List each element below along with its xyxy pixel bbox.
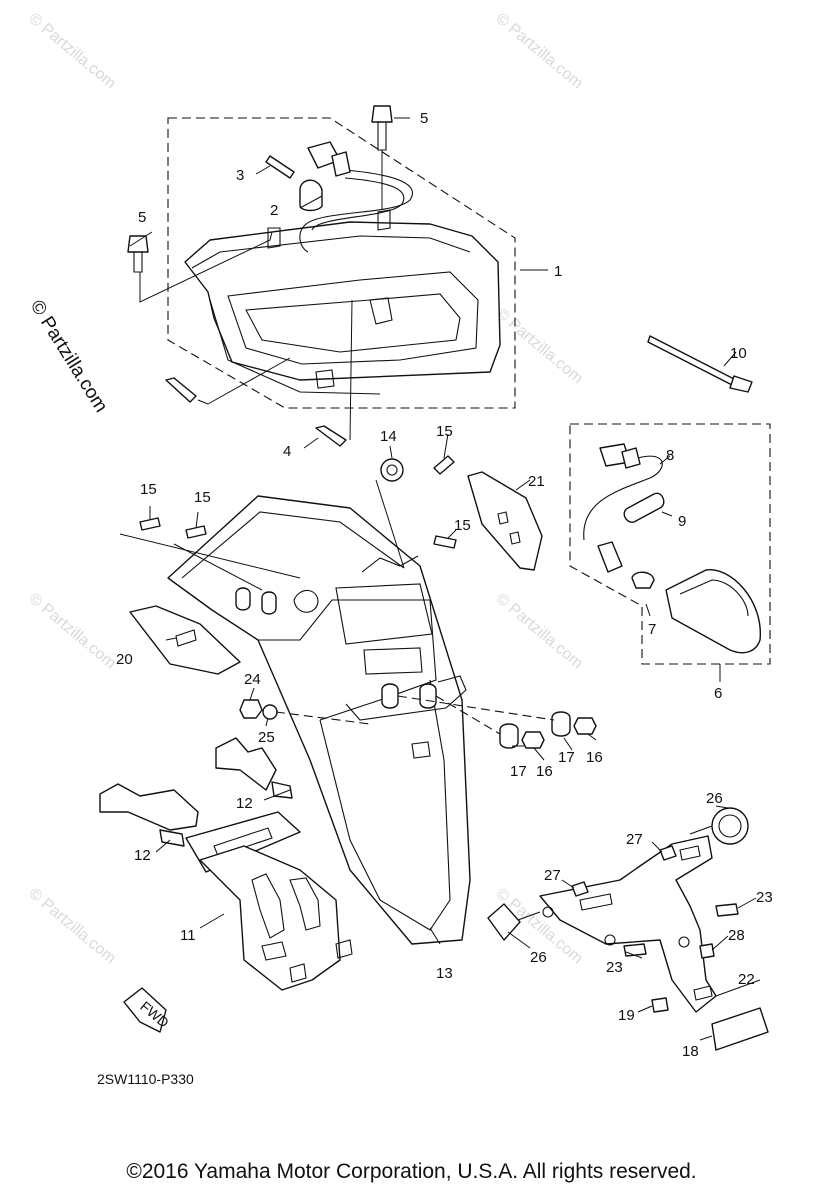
callout-27[interactable]: 27 (626, 831, 643, 848)
callout-19[interactable]: 19 (618, 1007, 635, 1024)
callout-15[interactable]: 15 (194, 489, 211, 506)
watermark-text: © Partzilla.com (492, 305, 586, 387)
leader-lines (129, 117, 761, 1041)
cable-tie (647, 335, 737, 387)
bolt-23 (623, 943, 647, 957)
side-cover-left (129, 605, 241, 675)
reflector-18 (711, 1007, 769, 1051)
callout-23[interactable]: 23 (606, 959, 623, 976)
callout-13[interactable]: 13 (436, 965, 453, 982)
callout-15[interactable]: 15 (436, 423, 453, 440)
side-watermark: © Partzilla.com (26, 297, 112, 417)
washer-25 (262, 704, 278, 720)
callout-12[interactable]: 12 (236, 795, 253, 812)
nut-19 (651, 997, 669, 1013)
callout-17[interactable]: 17 (510, 763, 527, 780)
callout-24[interactable]: 24 (244, 671, 261, 688)
callout-16[interactable]: 16 (586, 749, 603, 766)
callout-18[interactable]: 18 (682, 1043, 699, 1060)
reflector-26 (487, 903, 541, 941)
nut-27 (571, 881, 589, 897)
callout-14[interactable]: 14 (380, 428, 397, 445)
nut-28 (699, 943, 715, 959)
callout-5[interactable]: 5 (138, 209, 146, 226)
watermark-text: © Partzilla.com (25, 10, 119, 92)
watermark-text: © Partzilla.com (25, 885, 119, 967)
callout-17[interactable]: 17 (558, 749, 575, 766)
watermark-text: © Partzilla.com (25, 590, 119, 672)
nut-16 (573, 717, 597, 735)
screw-15 (433, 535, 457, 549)
callout-3[interactable]: 3 (236, 167, 244, 184)
collar-17 (499, 723, 519, 749)
side-cover-right (467, 471, 543, 571)
callout-10[interactable]: 10 (730, 345, 747, 362)
copyright-notice: ©2016 Yamaha Motor Corporation, U.S.A. A… (126, 1160, 697, 1183)
plate-bracket (539, 835, 717, 1013)
callout-15[interactable]: 15 (140, 481, 157, 498)
callout-26[interactable]: 26 (706, 790, 723, 807)
license-bracket (99, 737, 353, 991)
callout-7[interactable]: 7 (648, 621, 656, 638)
nut-24 (239, 699, 263, 719)
callout-21[interactable]: 21 (528, 473, 545, 490)
callout-1[interactable]: 1 (554, 263, 562, 280)
diagram-code: 2SW1110-P330 (97, 1071, 194, 1087)
reflector-26 (689, 807, 749, 845)
callout-6[interactable]: 6 (714, 685, 722, 702)
collar-17 (551, 711, 571, 737)
callout-11[interactable]: 11 (180, 927, 196, 944)
bolt-23 (715, 903, 739, 917)
watermark-text: © Partzilla.com (492, 10, 586, 92)
screw-15 (139, 517, 161, 531)
callout-28[interactable]: 28 (728, 927, 745, 944)
grommet (375, 458, 405, 569)
callout-23[interactable]: 23 (756, 889, 773, 906)
nut-16 (521, 731, 545, 749)
callout-20[interactable]: 20 (116, 651, 133, 668)
callout-12[interactable]: 12 (134, 847, 151, 864)
callout-4[interactable]: 4 (283, 443, 291, 460)
fwd-arrow: FWD (123, 987, 172, 1033)
turn-signal-assembly (569, 423, 771, 665)
taillight-assembly (127, 105, 516, 447)
callout-25[interactable]: 25 (258, 729, 275, 746)
callout-22[interactable]: 22 (738, 971, 755, 988)
callout-8[interactable]: 8 (666, 447, 674, 464)
callout-2[interactable]: 2 (270, 202, 278, 219)
rear-fender (167, 495, 471, 945)
callout-27[interactable]: 27 (544, 867, 561, 884)
screw-15 (433, 455, 455, 475)
screw-15 (185, 525, 207, 539)
callout-9[interactable]: 9 (678, 513, 686, 530)
callout-16[interactable]: 16 (536, 763, 553, 780)
callout-5[interactable]: 5 (420, 110, 428, 127)
watermark-text: © Partzilla.com (492, 590, 586, 672)
callout-26[interactable]: 26 (530, 949, 547, 966)
callout-labels: 1 2 3 4 5 5 6 7 8 9 10 11 12 12 13 14 15… (116, 110, 773, 1060)
callout-15[interactable]: 15 (454, 517, 471, 534)
nut-27 (659, 845, 677, 861)
